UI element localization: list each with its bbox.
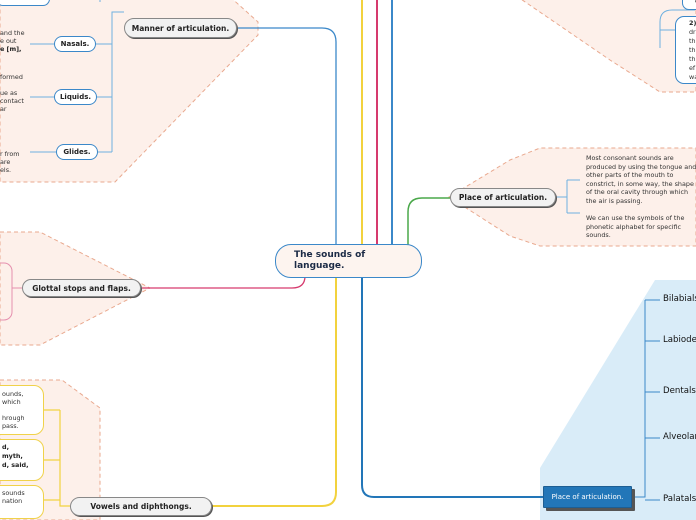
manner-of-articulation-label: Manner of articulation.	[131, 23, 230, 33]
place-of-articulation-node[interactable]: Place of articulation.	[450, 188, 556, 207]
root-title: The sounds of language.	[294, 250, 366, 271]
top-right-fragment-6: ef	[689, 64, 696, 72]
place-text-2: We can use the symbols of the phonetic a…	[586, 214, 685, 240]
top-right-fragment-2: dr	[689, 28, 696, 36]
vowels-box-1	[0, 385, 44, 435]
manner-fragment-1: and the	[0, 29, 25, 37]
manner-fragment-7: ar	[0, 105, 7, 113]
manner-fragment-6: contact	[0, 97, 24, 105]
nasals-node[interactable]: Nasals.	[54, 36, 96, 52]
top-right-box: v	[682, 0, 696, 10]
root-node[interactable]: The sounds of language.	[275, 244, 422, 278]
top-right-fragment-5: th	[689, 55, 696, 63]
place-detail-label: Place of articulation.	[551, 493, 624, 501]
manner-fragment-4: formed	[0, 73, 23, 81]
top-right-fragment-7: wa	[689, 73, 696, 81]
vowels-box-2	[0, 439, 44, 481]
manner-fragment-10: els.	[0, 166, 12, 174]
bilabials-label[interactable]: Bilabials	[663, 294, 696, 304]
glottal-stops-label: Glottal stops and flaps.	[32, 283, 131, 293]
alveolars-label[interactable]: Alveolar	[663, 432, 696, 442]
top-right-fragment-1: 2)	[689, 19, 696, 27]
top-right-fragment-4: th	[689, 46, 696, 54]
glides-label: Glides.	[63, 148, 91, 156]
place-text-1: Most consonant sounds are produced by us…	[586, 154, 696, 205]
dentals-label[interactable]: Dentals	[663, 386, 696, 396]
place-panel	[448, 147, 696, 247]
liquids-label: Liquids.	[59, 93, 92, 101]
vowels-fragment-5: d,	[2, 443, 10, 451]
vowels-fragment-7: d, said,	[2, 461, 29, 469]
vowels-fragment-6: myth,	[2, 452, 23, 460]
place-detail-panel	[540, 280, 696, 520]
top-right-fragment-3: th	[689, 37, 696, 45]
vowels-fragment-9: nation	[2, 497, 23, 505]
manner-of-articulation-node[interactable]: Manner of articulation.	[124, 18, 237, 38]
manner-fragment-2: e out	[0, 37, 17, 45]
vowels-fragment-8: sounds	[2, 489, 25, 497]
labiodentals-label[interactable]: Labiode	[663, 335, 696, 345]
vowels-diphthongs-node[interactable]: Vowels and diphthongs.	[70, 497, 212, 516]
vowels-fragment-4: pass.	[2, 422, 19, 430]
liquids-node[interactable]: Liquids.	[54, 89, 97, 105]
vowels-fragment-1: ounds,	[2, 390, 24, 398]
vowels-diphthongs-label: Vowels and diphthongs.	[90, 502, 192, 511]
place-detail-node[interactable]: Place of articulation.	[543, 486, 632, 508]
nasals-label: Nasals.	[60, 40, 90, 48]
manner-fragment-3: e [m],	[0, 45, 22, 53]
top-right-frame	[675, 16, 696, 84]
manner-fragment-5: ue as	[0, 89, 18, 97]
manner-fragment-8: r from	[0, 150, 20, 158]
glides-node[interactable]: Glides.	[56, 144, 98, 160]
palatals-label[interactable]: Palatals	[663, 494, 696, 504]
place-of-articulation-label: Place of articulation.	[458, 193, 548, 202]
manner-top-stub	[0, 0, 50, 6]
manner-fragment-9: are	[0, 158, 11, 166]
glottal-stops-node[interactable]: Glottal stops and flaps.	[22, 279, 141, 297]
vowels-box-3	[0, 485, 44, 519]
vowels-fragment-3: hrough	[2, 414, 25, 422]
vowels-fragment-2: which	[2, 398, 21, 406]
top-right-panel	[521, 0, 696, 93]
